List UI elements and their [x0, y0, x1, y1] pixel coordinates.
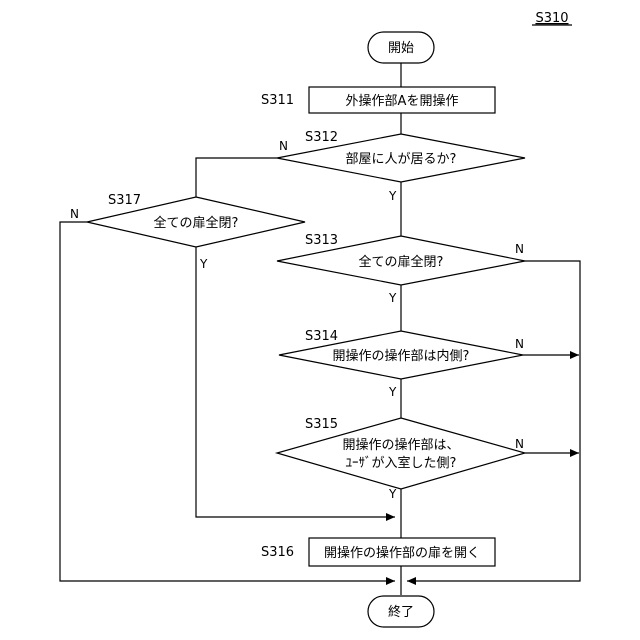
s317-no-label: N: [70, 207, 79, 221]
s312-no-label: N: [279, 139, 288, 153]
s313-yes-label: Y: [388, 291, 397, 305]
s317-text: 全ての扉全閉?: [154, 215, 239, 231]
s314-no-label: N: [515, 337, 524, 351]
s315-step-label: S315: [305, 417, 338, 432]
start-text: 開始: [388, 41, 414, 56]
s315-no-label: N: [515, 437, 524, 451]
conn-s313-no: [407, 261, 580, 581]
s314-step-label: S314: [305, 329, 338, 344]
s312-text: 部屋に人が居るか?: [346, 152, 457, 167]
s316-step-label: S316: [261, 545, 294, 560]
s312-yes-label: Y: [388, 189, 397, 203]
s317-step-label: S317: [108, 193, 141, 208]
s314-yes-label: Y: [388, 385, 397, 399]
s317-yes-label: Y: [199, 257, 208, 271]
s311-text: 外操作部Aを開操作: [346, 93, 459, 109]
s313-no-label: N: [515, 242, 524, 256]
figure-label: S310: [535, 11, 568, 26]
s313-step-label: S313: [305, 233, 338, 248]
s315-yes-label: Y: [388, 487, 397, 501]
s313-text: 全ての扉全閉?: [359, 254, 444, 270]
conn-s317-no: [60, 222, 395, 581]
s315-text-line1: 開操作の操作部は、: [342, 437, 459, 453]
s315-text-line2: ﾕｰｻﾞが入室した側?: [346, 455, 457, 471]
s312-step-label: S312: [305, 130, 338, 145]
s316-text: 開操作の操作部の扉を開く: [324, 545, 480, 561]
s314-text: 開操作の操作部は内側?: [333, 348, 470, 364]
s311-step-label: S311: [261, 93, 294, 108]
conn-s312-no: [196, 158, 277, 197]
end-text: 終了: [388, 604, 414, 620]
